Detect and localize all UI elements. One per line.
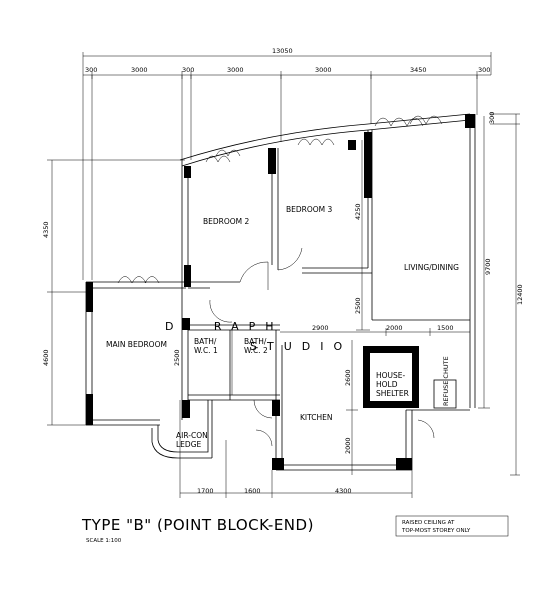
room-aircon-line2: LEDGE (176, 440, 202, 449)
dim-2000-a: 2000 (386, 324, 403, 332)
dim-top-3: 300 (182, 66, 194, 74)
room-labels: BEDROOM 2 BEDROOM 3 LIVING/DINING MAIN B… (106, 205, 459, 449)
dim-top-5: 3000 (315, 66, 332, 74)
dim-right-9700: 9700 (484, 258, 492, 275)
dim-2500-b: 2500 (173, 349, 181, 366)
room-shelter-line3: SHELTER (376, 389, 409, 398)
room-bath-2-line2: W.C. 2 (244, 346, 268, 355)
dim-right-300: 300 (488, 112, 496, 124)
dim-2500-a: 2500 (354, 297, 362, 314)
dimension-labels: 13050 300 3000 300 3000 3000 3450 300 30… (42, 47, 524, 495)
dim-top-1: 300 (85, 66, 97, 74)
dim-2900: 2900 (312, 324, 329, 332)
dim-bottom-1700: 1700 (197, 487, 214, 495)
dim-left-4350: 4350 (42, 221, 50, 238)
room-shelter-line2: HOLD (376, 380, 398, 389)
windows (117, 115, 443, 284)
room-bath-1-line2: W.C. 1 (194, 346, 218, 355)
room-bedroom-3: BEDROOM 3 (286, 205, 333, 214)
dim-1500: 1500 (437, 324, 454, 332)
dim-top-2: 3000 (131, 66, 148, 74)
structural-columns (86, 114, 475, 470)
doors (209, 247, 435, 447)
dim-top-4: 3000 (227, 66, 244, 74)
room-shelter-line1: HOUSE- (376, 371, 406, 380)
room-bath-2-line1: BATH/ (244, 337, 267, 346)
dim-right-12400: 12400 (516, 284, 524, 305)
room-refuse-chute: REFUSE CHUTE (442, 356, 450, 406)
room-bath-1-line1: BATH/ (194, 337, 217, 346)
watermark-line1: DE RAPH (165, 320, 284, 333)
room-main-bedroom: MAIN BEDROOM (106, 340, 167, 349)
note-box (395, 515, 509, 537)
plan-title: TYPE "B" (POINT BLOCK-END) (81, 516, 314, 534)
dim-2600: 2600 (344, 369, 352, 386)
room-kitchen: KITCHEN (300, 413, 333, 422)
walls (85, 113, 476, 471)
room-living-dining: LIVING/DINING (404, 263, 459, 272)
dim-bottom-1600: 1600 (244, 487, 261, 495)
dimension-lines (47, 52, 520, 498)
dim-overall-top: 13050 (272, 47, 293, 55)
watermark-line2: STUDIO (250, 340, 352, 353)
dim-top-7: 300 (478, 66, 490, 74)
dim-left-4600: 4600 (42, 349, 50, 366)
dim-top-6: 3450 (410, 66, 427, 74)
note-line1: RAISED CEILING AT (402, 520, 455, 526)
note-line2: TOP-MOST STOREY ONLY (401, 528, 471, 534)
plan-scale: SCALE 1:100 (86, 538, 122, 544)
dim-bottom-4300: 4300 (335, 487, 352, 495)
room-bedroom-2: BEDROOM 2 (203, 217, 250, 226)
dim-4250: 4250 (354, 203, 362, 220)
room-aircon-line1: AIR-CON (176, 431, 208, 440)
dim-2000-b: 2000 (344, 437, 352, 454)
